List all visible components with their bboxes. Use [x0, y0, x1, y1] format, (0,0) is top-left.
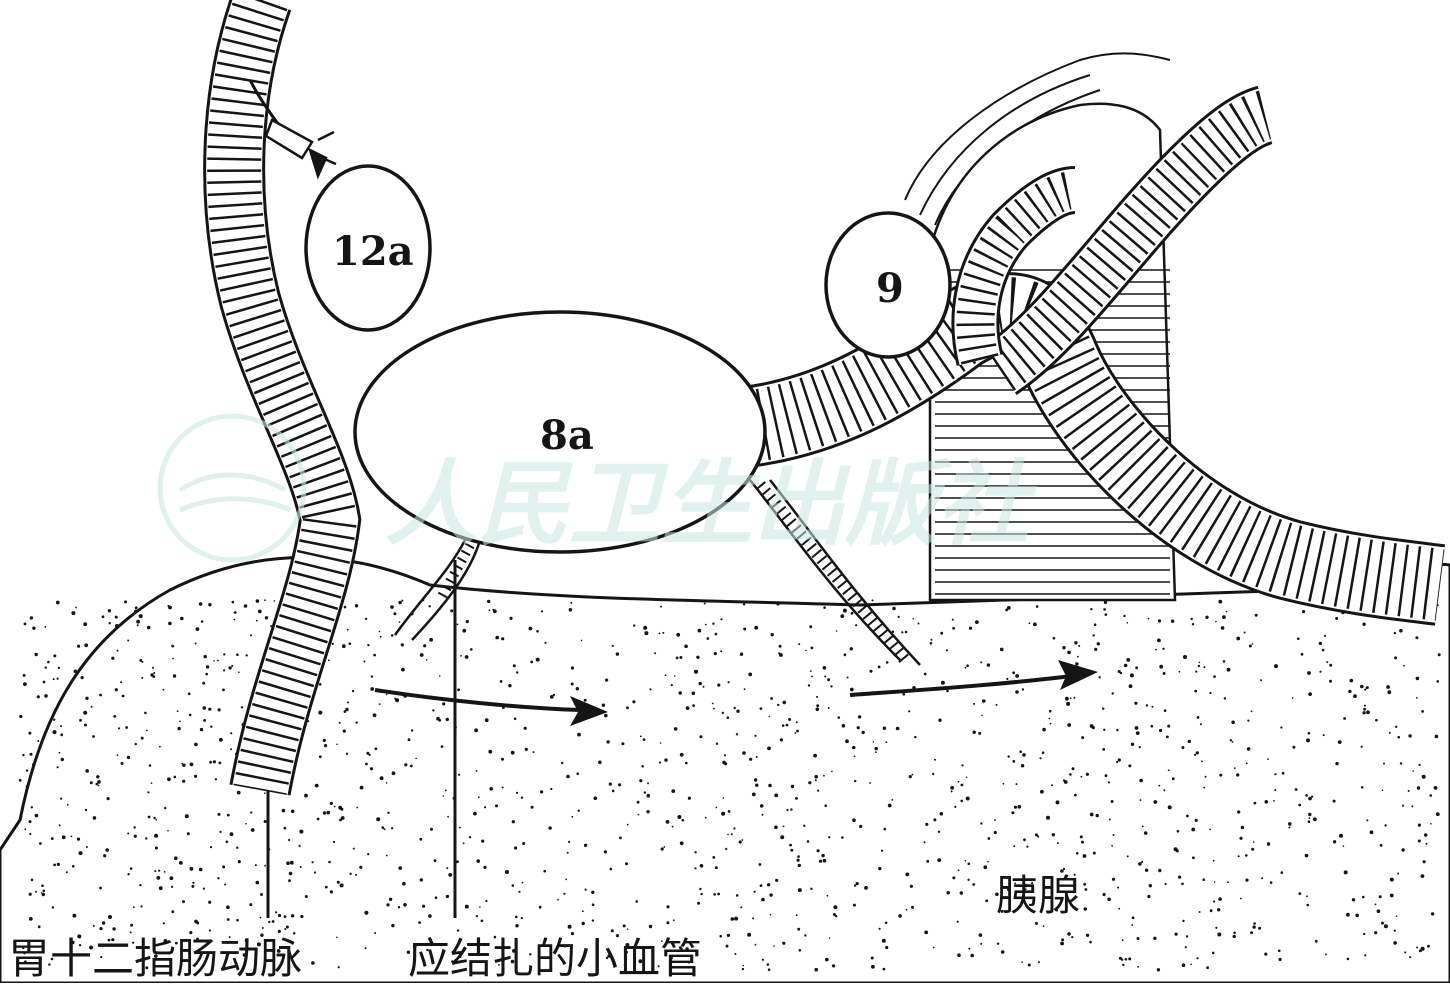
node-label-8a: 8a [540, 412, 594, 459]
ligature-clip [264, 118, 337, 180]
callout-artery: 胃十二指肠动脉 [8, 934, 303, 983]
node-label-12a: 12a [332, 228, 414, 275]
watermark-logo [157, 413, 307, 563]
direction-arrows [374, 673, 1081, 712]
node-8a-shape [353, 310, 767, 554]
arrowhead-left [570, 696, 608, 726]
node-12a-shape [304, 164, 432, 332]
arrowhead-right [1058, 660, 1098, 690]
pancreas-label: 胰腺 [996, 871, 1081, 920]
node-9-shape [824, 211, 952, 359]
watermark-text: 人民卫生出版社 [385, 450, 1030, 558]
node-label-9: 9 [876, 265, 904, 312]
callout-vessels: 应结扎的小血管 [408, 934, 703, 983]
small-vessels [393, 479, 921, 666]
